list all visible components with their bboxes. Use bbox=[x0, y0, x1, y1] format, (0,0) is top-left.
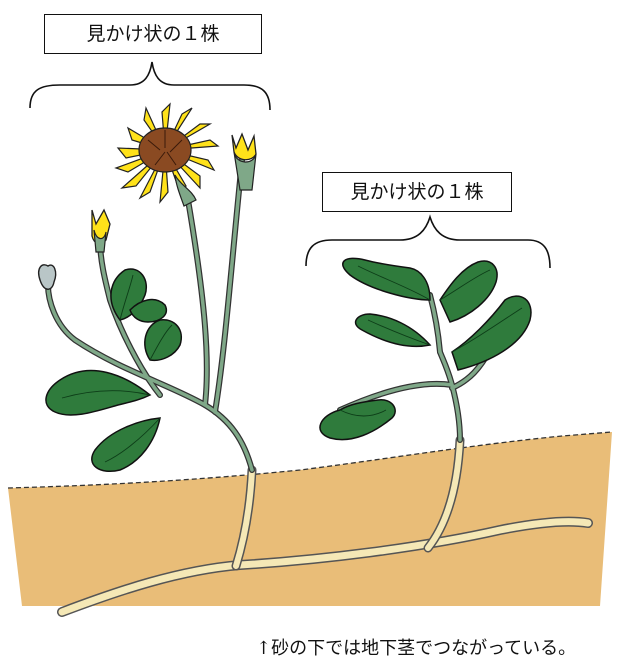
left-bud-purple bbox=[39, 265, 56, 290]
left-bud-right bbox=[232, 134, 256, 190]
left-leaf-3 bbox=[145, 320, 182, 361]
left-bud-small bbox=[92, 210, 110, 252]
right-leaf-bottom bbox=[320, 400, 395, 440]
left-leaf-1 bbox=[46, 371, 150, 415]
left-plant bbox=[39, 104, 256, 471]
right-leaf-middle-left bbox=[356, 314, 430, 346]
left-leaf-2 bbox=[92, 418, 160, 471]
right-bracket bbox=[306, 217, 550, 268]
left-plant-label: 見かけ状の１株 bbox=[44, 14, 262, 54]
main-flower bbox=[116, 104, 218, 206]
caption: ↑砂の下では地下茎でつながっている。 bbox=[256, 634, 576, 660]
right-plant-label: 見かけ状の１株 bbox=[322, 172, 512, 212]
right-plant bbox=[320, 258, 531, 440]
left-bracket bbox=[30, 62, 270, 110]
